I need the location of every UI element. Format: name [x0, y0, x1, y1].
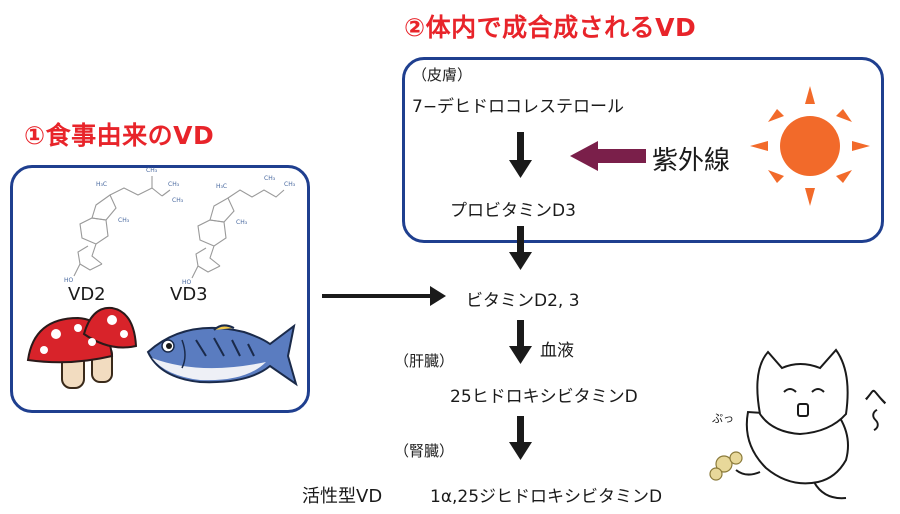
vd3-atom-label: H₃C [216, 183, 227, 190]
vd3-atom-label: CH₃ [236, 219, 248, 226]
cat-sound-text: ぷっ [712, 412, 734, 425]
active-form-label: 1α,25ジヒドロキシビタミンD [430, 487, 663, 507]
skin-label: （皮膚） [412, 66, 473, 84]
vd2-atom-label: CH₃ [172, 197, 184, 204]
vd3-structure-icon [191, 189, 285, 279]
sun-icon [750, 86, 870, 206]
vd2-atom-label: CH₃ [168, 181, 180, 188]
vd2-atom-label: HO [64, 277, 74, 284]
dietary-vd-heading: ①食事由来のVD [24, 121, 215, 150]
vitamin-d-label: ビタミンD2, 3 [466, 291, 580, 311]
precursor-label: 7−デヒドロコレステロール [412, 97, 625, 117]
cat-illustration [735, 348, 849, 500]
fish-icon [146, 323, 298, 387]
puff-icon [709, 451, 743, 481]
uv-arrow-icon [570, 141, 646, 171]
vd3-atom-label: CH₃ [264, 175, 276, 182]
pathway-arrows [509, 132, 532, 460]
liver-label: （肝臓） [394, 352, 455, 370]
uv-label: 紫外線 [652, 146, 731, 176]
vd3-atom-labels: H₃C CH₃ CH₃ CH₃ HO [182, 175, 296, 286]
vd2-label: VD2 [68, 284, 106, 305]
mushroom-icon [26, 306, 138, 389]
active-vd-label: 活性型VD [302, 486, 383, 507]
vd2-structure-icon [73, 176, 171, 277]
vd2-atom-label: CH₃ [146, 167, 158, 174]
vd3-atom-label: CH₃ [284, 181, 296, 188]
vd3-label: VD3 [170, 284, 208, 305]
cat-sigh-text: へ〜 [859, 384, 887, 432]
hydroxy25-label: 25ヒドロキシビタミンD [450, 387, 638, 407]
skin-synthesis-box [402, 57, 884, 243]
dietary-vd-box [10, 165, 310, 413]
blood-label: 血液 [540, 341, 574, 361]
vd2-atom-labels: H₃C CH₃ CH₃ CH₃ CH₃ HO [64, 167, 184, 284]
kidney-label: （腎臓） [394, 442, 455, 460]
vd2-atom-label: CH₃ [118, 217, 130, 224]
vd3-atom-label: HO [182, 279, 192, 286]
vd2-atom-label: H₃C [96, 181, 107, 188]
provitamin-label: プロビタミンD3 [450, 201, 576, 221]
synthesized-vd-heading: ②体内で成合成されるVD [404, 13, 697, 42]
